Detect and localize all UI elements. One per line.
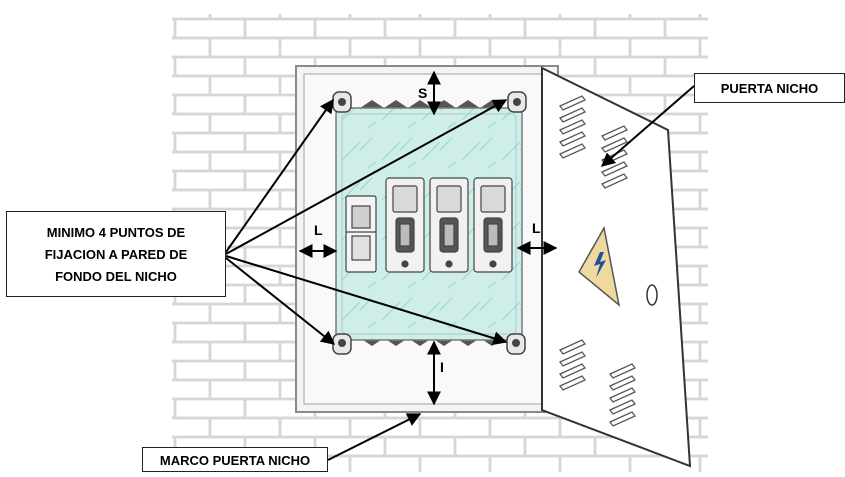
callout-marco-puerta-nicho: MARCO PUERTA NICHO <box>142 447 328 472</box>
fuse-base-1 <box>385 177 425 273</box>
fuse-base-2 <box>429 177 469 273</box>
fixation-lug-top-right <box>507 91 527 113</box>
high-voltage-warning-icon <box>578 225 621 307</box>
callout-puerta-nicho: PUERTA NICHO <box>694 73 845 103</box>
door-lock-icon <box>646 284 658 306</box>
niche-door <box>541 66 692 468</box>
fixation-lug-top-left <box>332 91 352 113</box>
left-gap-label: L <box>314 222 323 238</box>
leader-arrows <box>225 85 695 461</box>
callout-fixation-points: MINIMO 4 PUNTOS DE FIJACION A PARED DE F… <box>6 211 226 297</box>
fixation-lug-bottom-right <box>506 333 526 355</box>
top-gap-label: S <box>418 85 427 101</box>
fixation-points-line-2: FIJACION A PARED DE <box>44 247 188 262</box>
dimension-arrows <box>298 70 558 406</box>
fixation-points-line-1: MINIMO 4 PUNTOS DE <box>46 225 186 240</box>
fuse-base-3 <box>473 177 513 273</box>
bottom-gap-label: I <box>440 359 444 375</box>
right-gap-label: L <box>532 220 541 236</box>
fixation-lug-bottom-left <box>332 333 352 355</box>
door-vents-lower <box>558 339 637 427</box>
fixation-points-line-3: FONDO DEL NICHO <box>55 269 177 284</box>
neutral-terminal <box>345 195 377 273</box>
door-vents-upper <box>558 95 629 189</box>
